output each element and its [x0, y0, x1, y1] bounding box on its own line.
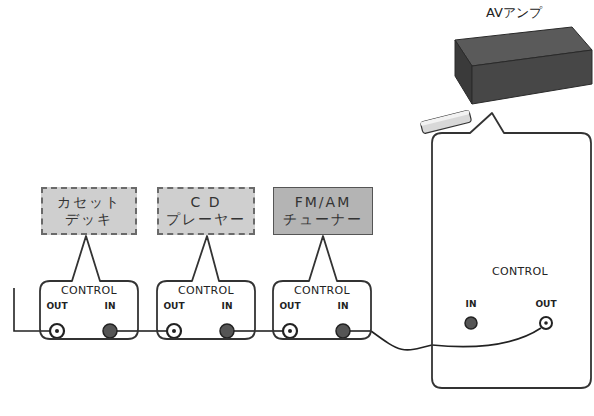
panel-label: CONTROL: [492, 266, 548, 278]
panel-label: CONTROL: [294, 285, 350, 297]
jack-label: IN: [338, 302, 349, 312]
jack-label: IN: [105, 302, 116, 312]
panel-label: CONTROL: [61, 285, 117, 297]
cassette-deck: カセット デッキ: [41, 187, 137, 235]
callout-outline: [157, 236, 255, 339]
callout-outline: [432, 133, 591, 388]
device-name: FM/AM チューナー: [276, 194, 370, 228]
jack-label: OUT: [46, 302, 67, 312]
amp-front: [472, 50, 592, 104]
control-callout: CONTROL OUT IN: [40, 281, 138, 339]
callout-outline: [273, 236, 371, 339]
control-cable: [371, 331, 432, 350]
device-name: カセット デッキ: [45, 194, 133, 228]
jack-label: OUT: [163, 302, 184, 312]
tuner: FM/AM チューナー: [273, 187, 373, 235]
device-heading: AVアンプ: [486, 4, 542, 22]
jack-label: OUT: [279, 302, 300, 312]
amp-side: [455, 40, 472, 104]
control-cable: [255, 330, 273, 332]
panel-label: CONTROL: [178, 285, 234, 297]
jack-label: IN: [222, 302, 233, 312]
remote-control: [420, 110, 471, 134]
control-callout: CONTROL IN OUT: [432, 133, 591, 388]
control-callout: CONTROL OUT IN: [157, 281, 255, 339]
jack-label: IN: [466, 300, 477, 310]
control-cable: [138, 330, 157, 332]
control-callout: CONTROL OUT IN: [273, 281, 371, 339]
amplifier: AVアンプ: [440, 2, 592, 114]
jack: [50, 317, 552, 338]
device-name: C D プレーヤー: [161, 194, 251, 228]
jack-label: OUT: [535, 300, 556, 310]
callout-outline: [432, 113, 591, 388]
callout-outline: [40, 236, 138, 339]
cd-player: C D プレーヤー: [157, 187, 255, 235]
